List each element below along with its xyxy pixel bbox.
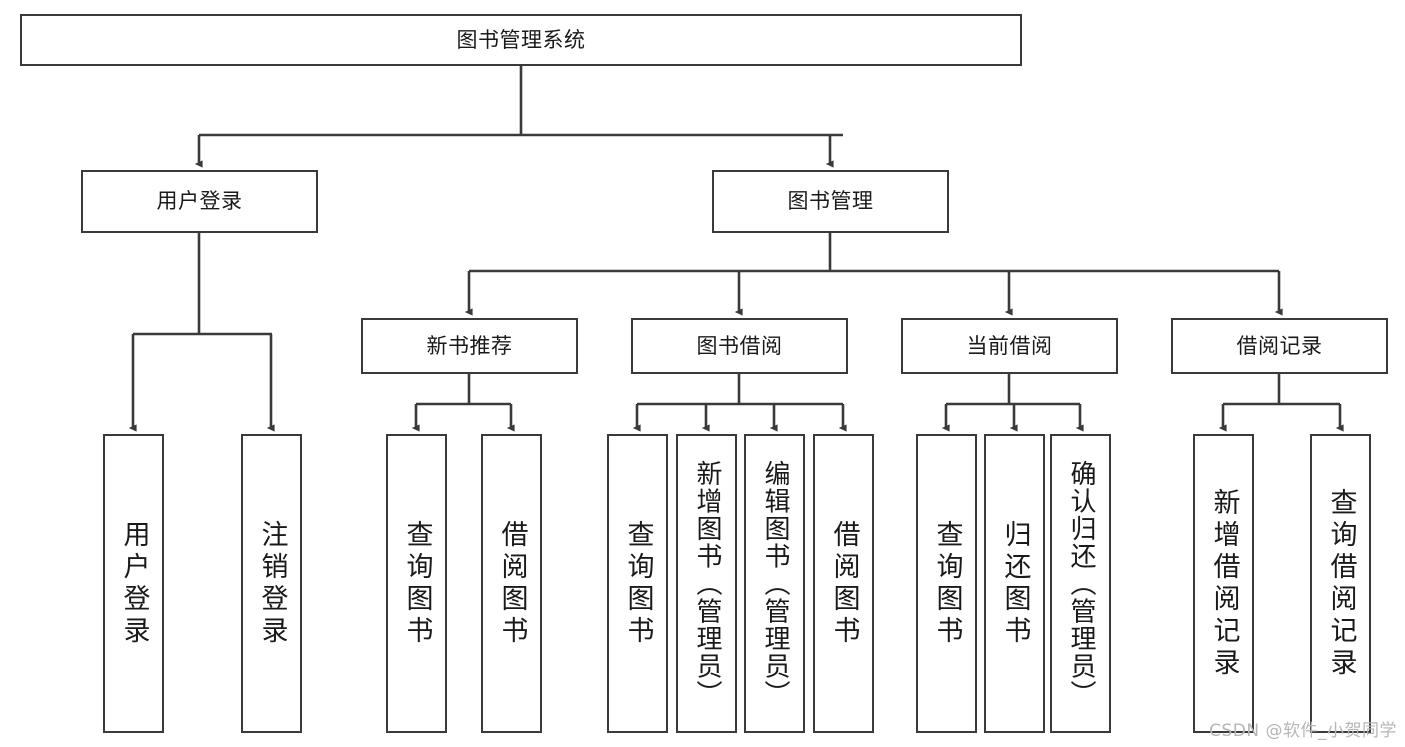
leaf-edit-book-admin[interactable]: 编辑图书（管理员） bbox=[744, 434, 805, 733]
node-book-borrow[interactable]: 图书借阅 bbox=[631, 318, 848, 374]
leaf-add-book-admin[interactable]: 新增图书（管理员） bbox=[676, 434, 737, 733]
node-label: 新增借阅记录 bbox=[1208, 487, 1240, 680]
node-user-login[interactable]: 用户登录 bbox=[81, 170, 318, 233]
node-label: 借阅图书 bbox=[828, 519, 860, 648]
node-label: 查询图书 bbox=[931, 519, 963, 648]
node-label: 归还图书 bbox=[999, 519, 1031, 648]
node-label: 确认归还（管理员） bbox=[1066, 459, 1097, 708]
node-label: 查询图书 bbox=[401, 519, 433, 648]
leaf-query-book-borrow[interactable]: 查询图书 bbox=[607, 434, 668, 733]
node-label: 图书管理 bbox=[787, 189, 874, 214]
leaf-logout[interactable]: 注销登录 bbox=[241, 434, 302, 733]
node-current-borrow[interactable]: 当前借阅 bbox=[901, 318, 1118, 374]
node-label: 当前借阅 bbox=[966, 333, 1053, 358]
leaf-add-borrow-record[interactable]: 新增借阅记录 bbox=[1193, 434, 1254, 733]
node-book-management[interactable]: 图书管理 bbox=[712, 170, 949, 233]
node-label: 查询图书 bbox=[622, 519, 654, 648]
node-label: 新增图书（管理员） bbox=[692, 459, 723, 708]
leaf-user-login[interactable]: 用户登录 bbox=[103, 434, 164, 733]
node-label: 编辑图书（管理员） bbox=[760, 459, 791, 708]
node-label: 借阅图书 bbox=[496, 519, 528, 648]
leaf-borrow-book-newbook[interactable]: 借阅图书 bbox=[481, 434, 542, 733]
leaf-query-borrow-record[interactable]: 查询借阅记录 bbox=[1310, 434, 1371, 733]
node-borrow-record[interactable]: 借阅记录 bbox=[1171, 318, 1388, 374]
node-label: 新书推荐 bbox=[426, 333, 513, 358]
leaf-confirm-return-admin[interactable]: 确认归还（管理员） bbox=[1050, 434, 1111, 733]
node-label: 借阅记录 bbox=[1236, 333, 1323, 358]
leaf-query-book-newbook[interactable]: 查询图书 bbox=[386, 434, 447, 733]
node-label: 图书管理系统 bbox=[456, 27, 586, 52]
node-new-book-recommend[interactable]: 新书推荐 bbox=[361, 318, 578, 374]
leaf-borrow-book[interactable]: 借阅图书 bbox=[813, 434, 874, 733]
node-label: 用户登录 bbox=[156, 189, 243, 214]
csdn-watermark: CSDN @软件_小贺同学 bbox=[1209, 721, 1397, 741]
node-label: 查询借阅记录 bbox=[1325, 487, 1357, 680]
node-book-management-system[interactable]: 图书管理系统 bbox=[20, 14, 1022, 66]
node-label: 用户登录 bbox=[118, 519, 150, 648]
node-label: 注销登录 bbox=[256, 519, 288, 648]
leaf-query-book-current[interactable]: 查询图书 bbox=[916, 434, 977, 733]
leaf-return-book[interactable]: 归还图书 bbox=[984, 434, 1045, 733]
node-label: 图书借阅 bbox=[696, 333, 783, 358]
